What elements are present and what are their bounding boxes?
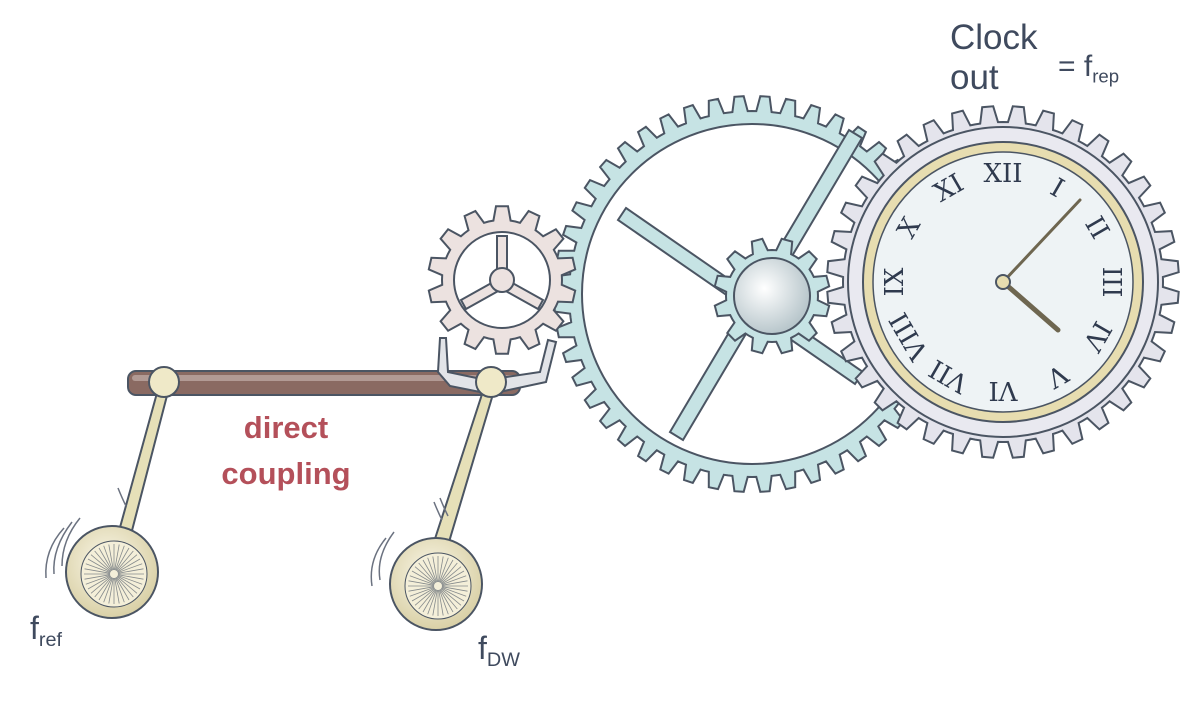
clock-out-line-1: Clock [950,18,1038,57]
coupling-line-2: coupling [221,456,351,491]
frep-label: = frep [1058,50,1120,87]
small-gear-hub [489,267,515,293]
small-gear [427,205,577,355]
hour-hand [1000,279,1061,333]
fref-label: fref [30,610,63,651]
clock-out-line-2: out [950,58,999,97]
clock-hands [1000,198,1082,333]
motion-lines-left [45,487,127,579]
fdw-label: fDW [478,630,520,671]
coupling-bar [127,370,521,396]
right-pendulum [370,366,507,631]
clock-numeral: III [1096,267,1126,298]
minute-hand [1001,198,1082,284]
pinion-hub [733,257,811,335]
right-pivot [475,366,507,398]
clock-numeral: IX [880,267,910,296]
escapement-fork [436,337,558,396]
pinion-gear [713,237,831,355]
clock-center-pin [995,274,1011,290]
clock-numeral: XII [983,159,1022,189]
clock-out-label: Clock out [950,18,1038,98]
coupling-line-1: direct [243,410,329,445]
left-pivot [148,366,180,398]
left-pendulum [45,366,180,619]
motion-lines-right [370,497,449,587]
clock-numeral: VI [988,375,1018,405]
direct-coupling-label: direct coupling [206,405,366,497]
